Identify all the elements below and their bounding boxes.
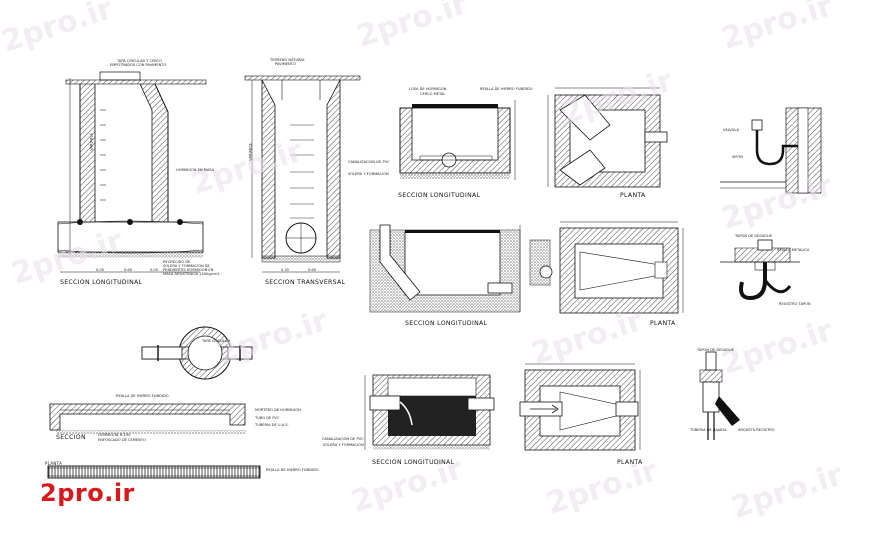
section-title: SECCION	[56, 434, 86, 441]
manhole-transverse-section	[244, 75, 361, 273]
callout-note: SOLERA Y FORMACION	[348, 172, 389, 176]
callout-note: REJILLA DE HIERRO FUNDIDO	[480, 87, 533, 91]
callout-note: TUBERIA DE BAJADA	[690, 428, 727, 432]
dimension-label: 0.05	[96, 268, 105, 272]
callout-note: CANALIZACION DE PVC	[348, 160, 390, 164]
junction-box-plan-3	[519, 363, 641, 451]
dimension-label: 0.35	[281, 268, 290, 272]
downpipe-detail	[699, 351, 740, 440]
callout-note: ARQUETA REGISTRO	[738, 428, 775, 432]
callout-note: ENFOSCADO DE CEMENTO	[98, 438, 146, 442]
callout-note: REJILLA DE HIERRO FUNDIDO	[266, 468, 319, 472]
callout-note: VALVULA	[723, 128, 739, 132]
callout-note: HORMIGON H-150	[98, 433, 131, 437]
dimension-label: 0.05	[150, 268, 159, 272]
callout-note: SOLERA Y FORMACION	[323, 443, 364, 447]
plan-title: PLANTA	[650, 320, 676, 327]
callout-note: CERCO METAL	[420, 92, 446, 96]
callout-note: PENDIENTES HORMIGON EN	[163, 268, 214, 272]
linear-channel-section	[49, 403, 246, 434]
callout-note: VARIABLE	[89, 133, 94, 151]
channel-box-section-2	[369, 224, 521, 313]
callout-note: MASA RESISTENCIA 150Kg/cm2	[163, 272, 220, 276]
callout-note: SOLERA Y FORMACION DE	[163, 264, 210, 268]
junction-box-plan-2	[529, 221, 684, 314]
callout-note: EMPOTRADOS CON PAVIMENTO	[110, 63, 167, 67]
callout-note: TERRENO NATURAL	[270, 58, 305, 62]
callout-note: HORMIGON EN MASA	[176, 168, 215, 172]
callout-note: TAPON DE DESAGUE	[735, 234, 772, 238]
callout-note: REGISTRO TAPON	[779, 302, 811, 306]
callout-note: LOSA DE HORMIGON	[409, 87, 447, 91]
callout-note: REJILLA DE HIERRO FUNDIDO	[116, 394, 169, 398]
channel-box-section-1	[399, 100, 516, 180]
section-title: SECCION LONGITUDINAL	[405, 320, 488, 327]
callout-note: TAPA CIRCULAR Y CERCO	[117, 59, 162, 63]
callout-note: TAPON DE DESAGUE	[697, 348, 734, 352]
channel-box-section-3	[364, 374, 495, 450]
plan-title: PLANTA	[45, 461, 63, 466]
callout-note: PAVIMENTO	[275, 62, 296, 66]
callout-note: SIFON	[732, 155, 743, 159]
circular-pit-plan	[141, 326, 253, 380]
callout-note: VARIABLE	[248, 143, 253, 161]
callout-note: TUBERIA DE U.A.S.	[255, 423, 289, 427]
callout-note: TUBO DE PVC	[255, 416, 280, 420]
callout-note: CANALIZACION DE PVC	[322, 437, 364, 441]
floor-drain-detail	[720, 239, 800, 301]
junction-box-plan-1	[547, 87, 668, 188]
plan-title: PLANTA	[620, 192, 646, 199]
section-title: SECCION LONGITUDINAL	[372, 459, 455, 466]
site-logo: 2pro.ir	[40, 479, 135, 507]
linear-grate-plan	[47, 465, 261, 479]
callout-note: RECRECIDO DE	[163, 260, 191, 264]
callout-note: REJILLA METALICA	[777, 248, 810, 252]
section-title: SECCION TRANSVERSAL	[265, 279, 346, 286]
callout-note: TAPA CIRCULAR	[202, 339, 230, 343]
manhole-longitudinal-section	[57, 71, 207, 273]
sink-trap-detail	[720, 107, 822, 194]
callout-note: MORTERO DE HORMIGON	[255, 408, 301, 412]
section-title: SECCION LONGITUDINAL	[60, 279, 143, 286]
section-title: SECCION LONGITUDINAL	[398, 192, 481, 199]
dimension-label: 0.60	[308, 268, 317, 272]
dimension-label: 0.60	[124, 268, 133, 272]
plan-title: PLANTA	[617, 459, 643, 466]
